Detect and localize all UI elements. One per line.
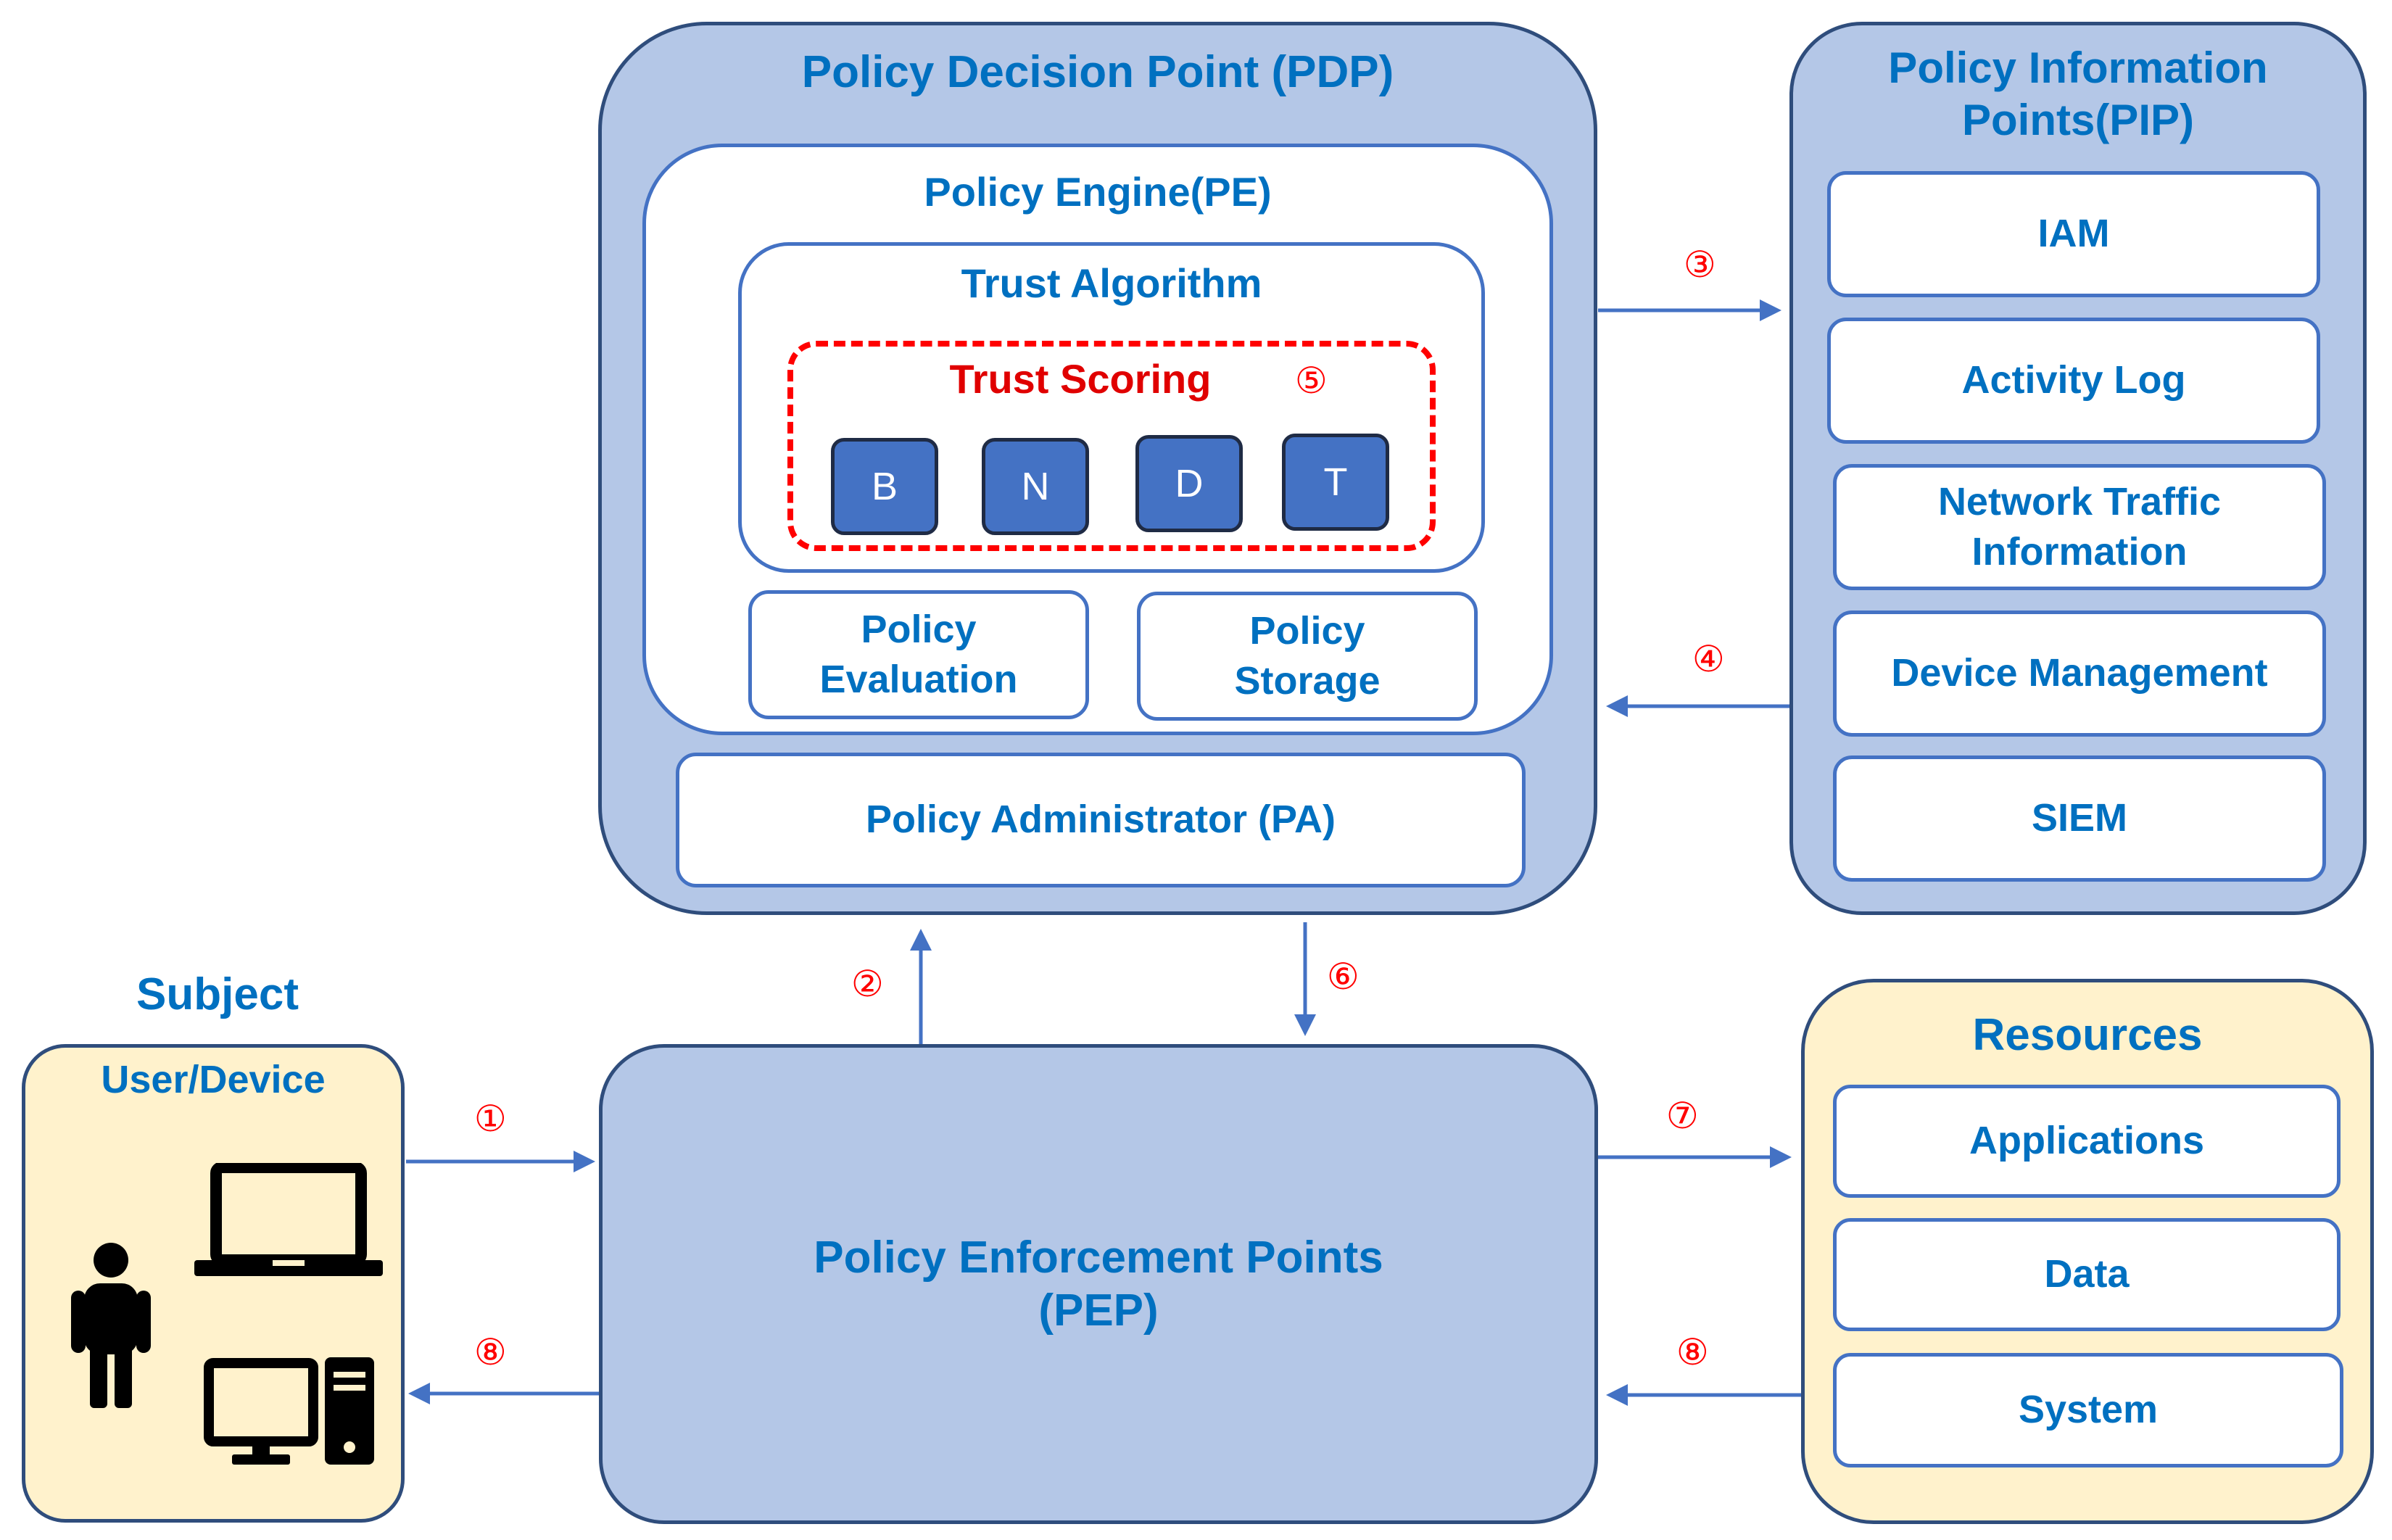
trust-scoring-box (787, 341, 1436, 551)
resource-system: System (1833, 1353, 2343, 1467)
subject-panel-title: User/Device (101, 1058, 326, 1101)
pip-item-device-management-label: Device Management (1891, 651, 2268, 695)
pip-item-network-traffic-label: Network Traffic Information (1937, 479, 2222, 574)
policy-storage-box: Policy Storage (1137, 592, 1478, 721)
pip-item-iam-label: IAM (2037, 212, 2110, 256)
pip-item-siem: SIEM (1833, 755, 2326, 882)
person-icon (71, 1243, 151, 1408)
policy-storage-label: Policy Storage (1234, 608, 1381, 703)
step-7-marker: ⑦ (1666, 1095, 1699, 1137)
step-4-marker: ④ (1692, 638, 1725, 680)
resource-applications-label: Applications (1969, 1119, 2205, 1163)
trust-factor-n: N (982, 438, 1089, 535)
resource-system-label: System (2018, 1388, 2159, 1432)
policy-administrator-box: Policy Administrator (PA) (676, 753, 1526, 887)
step-8-resources-marker: ⑧ (1676, 1331, 1709, 1373)
subject-title: Subject (136, 969, 299, 1019)
policy-engine-title: Policy Engine(PE) (924, 169, 1272, 215)
trust-algorithm-title: Trust Algorithm (961, 260, 1262, 306)
policy-evaluation-box: Policy Evaluation (748, 590, 1089, 719)
pip-item-activity-log-label: Activity Log (1961, 358, 2186, 402)
step-5-marker: ⑤ (1295, 360, 1328, 402)
resources-title: Resources (1972, 1010, 2203, 1060)
policy-evaluation-label: Policy Evaluation (819, 607, 1018, 701)
trust-factor-b: B (831, 438, 938, 535)
policy-administrator-label: Policy Administrator (PA) (865, 798, 1336, 842)
pep-panel: Policy Enforcement Points (PEP) (599, 1044, 1598, 1524)
trust-factor-d: D (1135, 435, 1243, 532)
pip-title: Policy Information Points(PIP) (1888, 44, 2268, 144)
pip-item-device-management: Device Management (1833, 610, 2326, 737)
trust-factor-t: T (1282, 434, 1389, 531)
laptop-icon (194, 1163, 383, 1276)
resource-data: Data (1833, 1218, 2341, 1331)
pep-title: Policy Enforcement Points (PEP) (814, 1232, 1383, 1336)
step-6-marker: ⑥ (1327, 956, 1360, 998)
resource-data-label: Data (2044, 1252, 2130, 1296)
trust-scoring-title: Trust Scoring (949, 356, 1212, 402)
pip-item-iam: IAM (1827, 171, 2320, 297)
pip-item-siem-label: SIEM (2031, 796, 2128, 840)
step-8-subject-marker: ⑧ (474, 1331, 507, 1373)
pip-item-network-traffic: Network Traffic Information (1833, 464, 2326, 590)
pdp-title: Policy Decision Point (PDP) (801, 47, 1394, 97)
desktop-computer-icon (204, 1357, 374, 1465)
resource-applications: Applications (1833, 1085, 2341, 1198)
step-1-marker: ① (474, 1098, 507, 1140)
pip-item-activity-log: Activity Log (1827, 318, 2320, 444)
step-3-marker: ③ (1684, 244, 1716, 286)
step-2-marker: ② (851, 963, 884, 1005)
